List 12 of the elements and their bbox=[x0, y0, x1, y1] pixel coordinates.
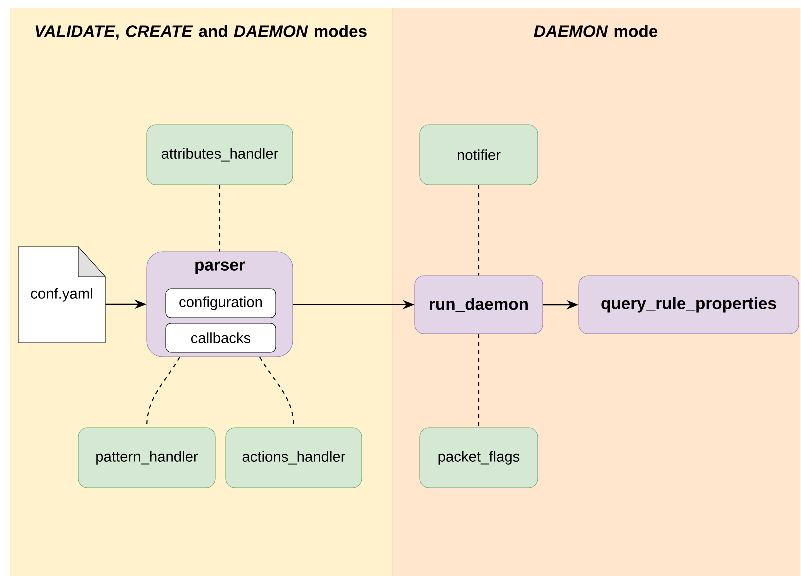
module-box: notifier bbox=[420, 124, 538, 186]
dashed-line bbox=[219, 185, 221, 252]
module-box: actions_handler bbox=[226, 428, 362, 488]
module-box: pattern_handler bbox=[78, 428, 216, 488]
module-box: attributes_handler bbox=[146, 124, 294, 186]
process-box: query_rule_properties bbox=[578, 276, 800, 334]
dashed-line bbox=[478, 185, 480, 276]
process-box: run_daemon bbox=[414, 276, 544, 334]
module-box: packet_flags bbox=[420, 428, 538, 488]
section-box: configuration bbox=[166, 288, 276, 318]
dashed-line bbox=[478, 334, 480, 428]
section-box: callbacks bbox=[166, 323, 276, 353]
